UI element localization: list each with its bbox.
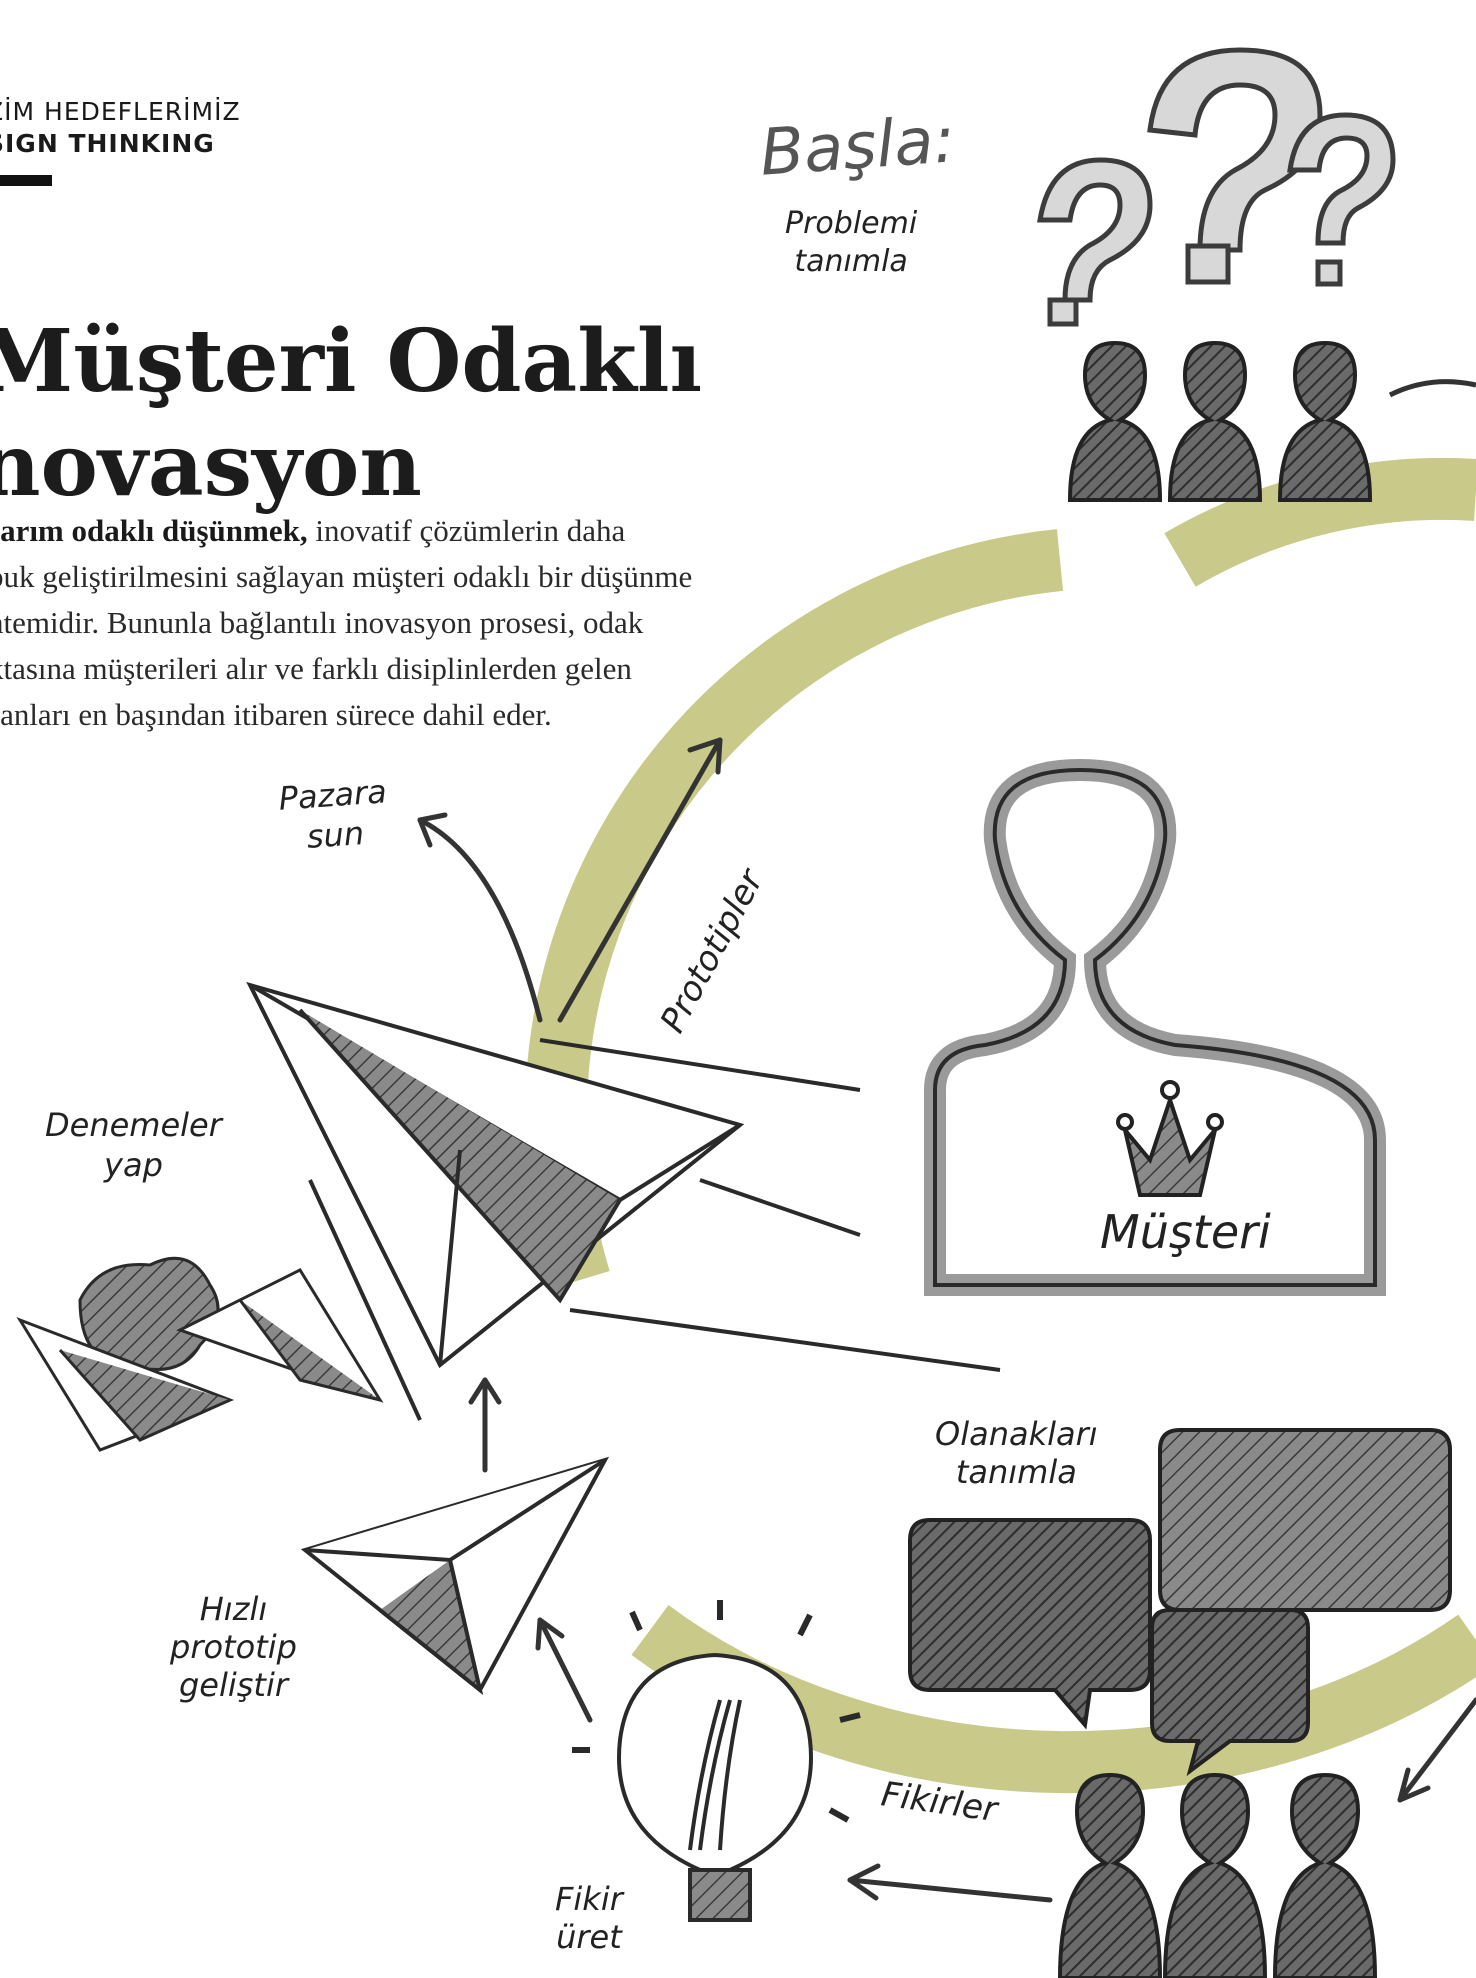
intro-bold-lead: sarım odaklı düşünmek, bbox=[0, 513, 308, 548]
label-customer: Müşteri bbox=[1100, 1205, 1271, 1259]
label-opportunities-2: tanımla bbox=[955, 1453, 1077, 1491]
flow-arrows bbox=[417, 737, 1476, 1903]
label-define-problem-1: Problemi bbox=[785, 206, 918, 241]
label-trials-1: Denemeler bbox=[45, 1106, 222, 1144]
label-go-to-market-1: Pazara bbox=[277, 772, 388, 818]
label-opportunities: Olanakları tanımla bbox=[935, 1415, 1098, 1491]
label-rapid-prototype-1: Hızlı bbox=[199, 1590, 268, 1628]
label-start-title: Başla: bbox=[757, 103, 958, 191]
intro-line-2: buk geliştirilmesini sağlayan müşteri od… bbox=[0, 559, 693, 594]
paper-plane-small-icon bbox=[300, 1456, 610, 1696]
people-bottom-icon bbox=[1057, 1772, 1378, 1978]
light-bulb-icon bbox=[572, 1600, 861, 1922]
crumpled-planes-icon bbox=[16, 1256, 384, 1452]
kicker-line-1: ZİM HEDEFLERİMİZ bbox=[0, 97, 241, 126]
section-kicker: ZİM HEDEFLERİMİZ SIGN THINKING bbox=[0, 96, 241, 160]
top-right-arrow-stroke bbox=[1388, 379, 1476, 398]
intro-line-1: sarım odaklı düşünmek, inovatif çözümler… bbox=[0, 508, 778, 554]
arrow-bulb-to-plane bbox=[537, 1617, 593, 1723]
loop-arc-top bbox=[1164, 457, 1476, 587]
people-top-icon bbox=[1067, 340, 1373, 502]
paper-plane-large-icon bbox=[246, 981, 1001, 1421]
arrow-to-market bbox=[417, 817, 543, 1023]
customer-silhouette-icon bbox=[924, 758, 1386, 1296]
intro-line-1-rest: inovatif çözümlerin daha bbox=[307, 513, 626, 548]
label-generate-idea-2: üret bbox=[556, 1918, 622, 1956]
question-marks-icon bbox=[1037, 47, 1396, 327]
label-trials: Denemeler yap bbox=[45, 1105, 222, 1185]
label-generate-idea-1: Fikir bbox=[555, 1880, 623, 1918]
label-go-to-market-2: sun bbox=[305, 814, 366, 856]
intro-line-4: ktasına müşterileri alır ve farklı disip… bbox=[0, 651, 632, 686]
intro-paragraph: sarım odaklı düşünmek, inovatif çözümler… bbox=[0, 508, 778, 738]
label-opportunities-1: Olanakları bbox=[935, 1415, 1098, 1453]
label-customer-text: Müşteri bbox=[1100, 1205, 1271, 1259]
label-prototypes: Prototipler bbox=[653, 861, 773, 1039]
page-title: Müşteri Odaklı novasyon bbox=[0, 310, 702, 518]
arrow-up-diagonal bbox=[557, 737, 723, 1023]
title-line-2: novasyon bbox=[0, 415, 422, 516]
kicker-line-2: SIGN THINKING bbox=[0, 129, 215, 158]
title-line-1: Müşteri Odaklı bbox=[0, 311, 703, 412]
intro-line-5: sanları en başından itibaren sürece dahi… bbox=[0, 697, 552, 732]
intro-line-3: ntemidir. Bununla bağlantılı inovasyon p… bbox=[0, 605, 644, 640]
arrow-right-into-people bbox=[1397, 1697, 1476, 1803]
speech-bubbles-icon bbox=[908, 1428, 1452, 1777]
label-rapid-prototype: Hızlı prototip geliştir bbox=[170, 1590, 297, 1704]
label-start: Başla: bbox=[758, 103, 958, 190]
label-define-problem: Problemi tanımla bbox=[785, 205, 917, 281]
kicker-divider bbox=[0, 175, 52, 186]
arrow-people-to-bulb bbox=[847, 1877, 1053, 1903]
label-define-problem-2: tanımla bbox=[794, 244, 908, 279]
label-trials-2: yap bbox=[104, 1146, 163, 1184]
label-generate-idea: Fikir üret bbox=[555, 1880, 623, 1956]
label-go-to-market: Pazara sun bbox=[277, 771, 390, 858]
label-rapid-prototype-2: prototip bbox=[170, 1628, 297, 1666]
label-rapid-prototype-3: geliştir bbox=[178, 1666, 288, 1704]
crown-icon bbox=[1116, 1080, 1224, 1197]
